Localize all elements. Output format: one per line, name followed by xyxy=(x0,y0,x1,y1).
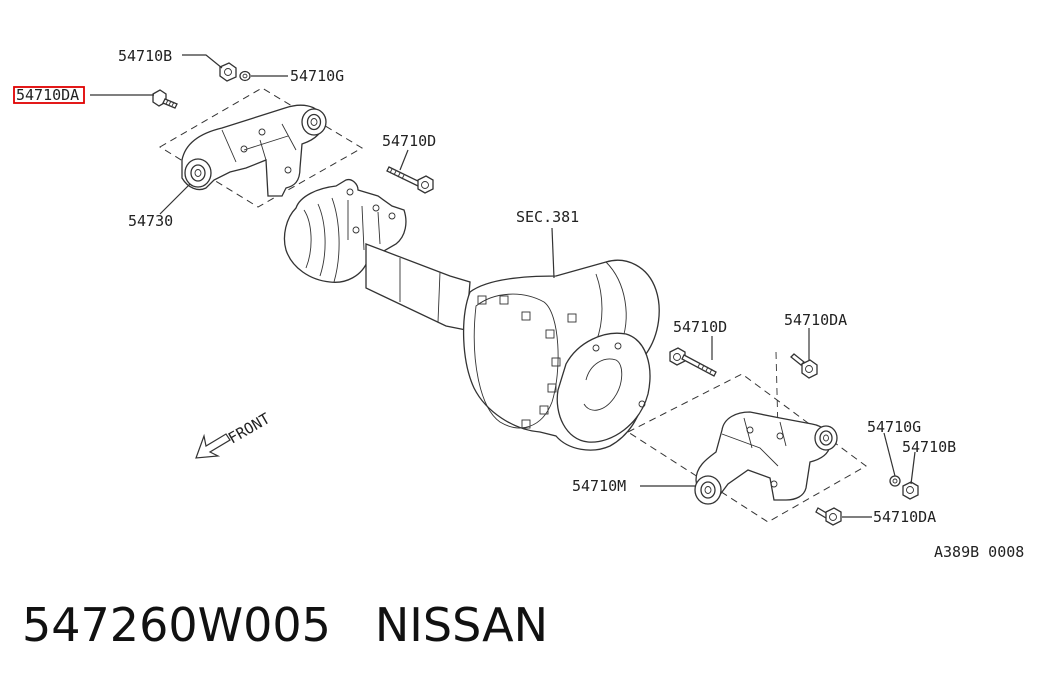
callout-54710d-top: 54710D xyxy=(382,132,436,150)
bolt-54710d-bottom xyxy=(669,347,717,377)
footer-caption: 547260W005 NISSAN xyxy=(22,598,548,668)
bushing-lower-right xyxy=(814,425,838,451)
callout-54710g-top: 54710G xyxy=(290,67,344,85)
callout-54710m: 54710M xyxy=(572,477,626,495)
bolt-54710d-top xyxy=(386,166,434,194)
callout-54710b-top: 54710B xyxy=(118,47,172,65)
bolt-54710da-right xyxy=(790,353,818,379)
bushing-54710m xyxy=(694,475,722,505)
callouts: 54710B 54710G 54710DA 54710D 54730 SEC.3… xyxy=(13,47,1024,561)
bushing-54730 xyxy=(184,158,212,188)
front-arrow: FRONT xyxy=(195,409,273,459)
washer-54710g-bottom xyxy=(889,475,901,487)
bushing-upper xyxy=(301,108,327,136)
bolt-54710da-top xyxy=(152,89,178,109)
callout-54730: 54730 xyxy=(128,212,173,230)
callout-54710b-bottom: 54710B xyxy=(902,438,956,456)
front-label: FRONT xyxy=(225,409,273,447)
bolt-54710da-bottom xyxy=(815,507,842,526)
nut-54710b-bottom xyxy=(902,481,919,500)
highlight-box xyxy=(13,86,85,104)
callout-54710da-top: 54710DA xyxy=(16,86,79,104)
callout-54710g-bottom: 54710G xyxy=(867,418,921,436)
washer-54710g-top xyxy=(239,70,251,82)
right-mount-group xyxy=(626,347,919,526)
left-mount-group xyxy=(152,62,434,208)
part-number: 547260W005 xyxy=(22,598,331,652)
brand-name: NISSAN xyxy=(374,598,548,652)
nut-54710b-top xyxy=(219,62,237,82)
callout-sec381: SEC.381 xyxy=(516,208,579,226)
reference-code: A389B 0008 xyxy=(934,543,1024,561)
callout-54710d-bottom: 54710D xyxy=(673,318,727,336)
callout-54710da-bottom: 54710DA xyxy=(873,508,936,526)
differential-assembly xyxy=(283,178,660,451)
parts-diagram: FRONT 54710B 54710G 54710DA 54710D 54730… xyxy=(13,47,1024,561)
callout-54710da-right: 54710DA xyxy=(784,311,847,329)
